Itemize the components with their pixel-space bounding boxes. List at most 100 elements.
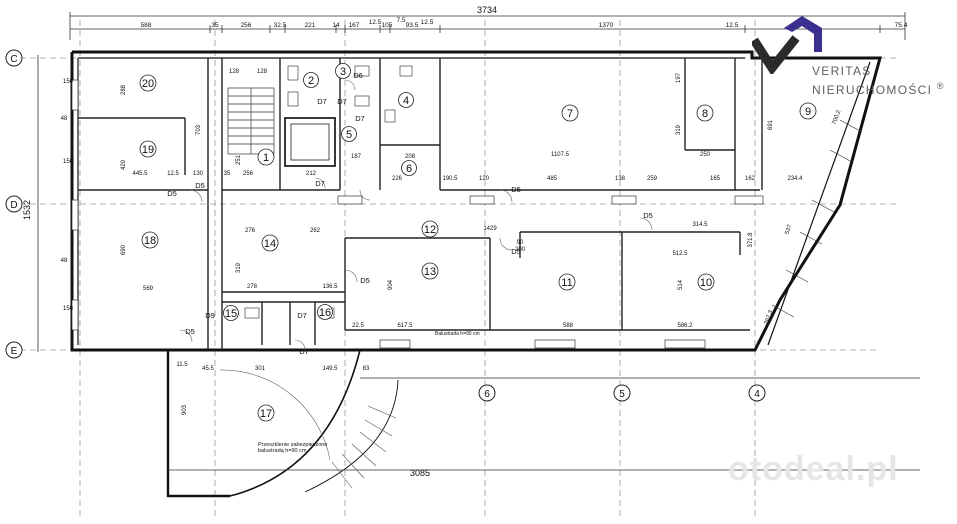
dim-top-6: 167: [349, 22, 360, 29]
axis-5-label: 5: [619, 389, 625, 400]
room-20-bubble: [139, 74, 157, 92]
door-label-d7: D7: [355, 114, 365, 123]
dim-total-top: 3734: [477, 5, 497, 15]
dim-150c: 150: [63, 306, 74, 312]
dim-226: 226: [392, 176, 403, 182]
dim-485: 485: [547, 176, 558, 182]
room-19-bubble: [139, 140, 157, 158]
room-19-label: 19: [142, 144, 154, 156]
dim-top-0: 588: [141, 22, 152, 29]
door-label-d6: D6: [353, 71, 363, 80]
veritas-logo: VERITAS NIERUCHOMOŚCI ®: [750, 10, 952, 100]
dim-1429: 1429: [483, 226, 497, 232]
note-glazing-line1: Przeszklenie zabezpieczone: [258, 442, 327, 448]
door-label-d5: D5: [167, 189, 177, 198]
room-15-label: 15: [225, 308, 237, 320]
dim-569: 569: [143, 286, 154, 292]
door-label-d5: D5: [511, 247, 521, 256]
room-1-bubble: [257, 148, 275, 166]
dim-150a: 150: [63, 79, 74, 85]
dim-904: 904: [388, 279, 394, 290]
axis-d-label: D: [10, 200, 17, 211]
dim-top-4: 221: [305, 22, 316, 29]
dim-190-5: 190.5: [442, 176, 458, 182]
check-icon: [750, 35, 800, 76]
dim-250: 250: [700, 152, 711, 158]
entrance-extension: [166, 349, 920, 498]
dim-165: 165: [710, 176, 721, 182]
room-2-label: 2: [308, 75, 314, 87]
top-dimension-chain: [69, 12, 906, 40]
dim-35: 35: [224, 171, 231, 177]
dim-200: 200: [515, 247, 526, 253]
dim-208: 208: [405, 154, 416, 160]
elevator-shaft: [284, 117, 336, 167]
glazed-facade: [771, 119, 863, 318]
dim-top-3: 32.5: [274, 22, 287, 29]
dim-514: 514: [678, 279, 684, 290]
room-7-bubble: [561, 104, 579, 122]
room-17-bubble: [257, 404, 275, 422]
axis-e-label: E: [11, 346, 18, 357]
room-15-bubble: [223, 305, 239, 321]
door-label-d7: D7: [337, 97, 347, 106]
dim-1107-5: 1107.5: [551, 152, 570, 158]
room-14-bubble: [261, 234, 279, 252]
room-16-bubble: [317, 304, 333, 320]
dim-top-5: 14: [332, 22, 340, 29]
room-14-label: 14: [264, 238, 276, 250]
dim-top-11: 12.5: [421, 19, 434, 26]
dim-83: 83: [363, 366, 370, 372]
dim-445-5: 445.5: [132, 171, 148, 177]
room-10-label: 10: [700, 277, 712, 289]
dim-130: 130: [193, 171, 204, 177]
axis-c-bubble: [5, 49, 23, 67]
room-11-label: 11: [561, 277, 572, 289]
dim-259: 259: [647, 176, 658, 182]
dim-top-9: 7.5: [396, 17, 405, 24]
dim-319a: 319: [676, 124, 682, 135]
terrace-steps: [331, 405, 397, 489]
axis-d-bubble: [5, 195, 23, 213]
dim-903: 903: [182, 404, 188, 415]
room-1-label: 1: [263, 152, 269, 164]
dim-left-side: 1532: [22, 200, 32, 220]
room-7-label: 7: [567, 108, 573, 120]
room-13-label: 13: [424, 266, 436, 278]
dim-top-13: 12.5: [726, 22, 739, 29]
door-label-d9: D9: [205, 311, 215, 320]
logo-line2: NIERUCHOMOŚCI: [812, 83, 933, 97]
room-10-bubble: [697, 273, 715, 291]
axis-6-label: 6: [484, 389, 490, 400]
axis-4-bubble: [748, 384, 766, 402]
door-label-d5: D5: [643, 211, 653, 220]
dim-138: 138: [615, 176, 626, 182]
dim-48a: 48: [61, 116, 68, 122]
dim-45-5: 45.5: [202, 366, 214, 372]
inner-walls: [78, 58, 763, 350]
dim-136-5: 136.5: [322, 284, 338, 290]
dim-top-7: 12.5: [369, 19, 382, 26]
axis-4-label: 4: [754, 389, 760, 400]
dim-12-5: 12.5: [167, 171, 179, 177]
dim-128b: 128: [257, 69, 268, 75]
dim-420: 420: [121, 159, 127, 170]
dim-586-2: 586.2: [677, 323, 693, 329]
dim-276: 276: [245, 228, 256, 234]
door-label-d5: D5: [195, 181, 205, 190]
dim-690: 690: [121, 244, 127, 255]
dim-22-5: 22.5: [352, 323, 364, 329]
room-8-bubble: [696, 104, 714, 122]
dim-total-bottom: 3085: [410, 468, 430, 478]
room-5-bubble: [341, 126, 357, 142]
dim-700-2: 700.2: [832, 109, 843, 126]
dim-48b: 48: [61, 258, 68, 264]
dim-251: 251: [236, 154, 242, 165]
room-17-label: 17: [260, 408, 272, 420]
dim-262: 262: [310, 228, 321, 234]
room-6-label: 6: [406, 163, 412, 175]
room-3-label: 3: [340, 66, 346, 78]
dim-537: 537: [785, 223, 794, 235]
door-label-d7: D7: [317, 97, 327, 106]
